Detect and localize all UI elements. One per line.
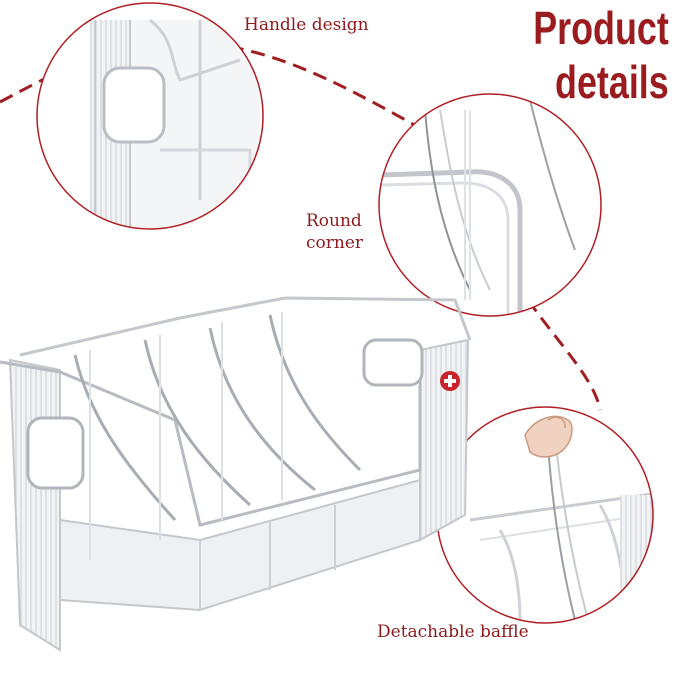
caption-handle-design: Handle design	[244, 15, 369, 35]
detail-circle-round-corner	[378, 93, 602, 317]
caption-round-line-2: corner	[306, 233, 364, 253]
caption-detachable-baffle: Detachable baffle	[377, 622, 529, 642]
dashed-connector-side	[526, 299, 602, 411]
page-title-line-2: details	[555, 56, 669, 108]
clear-storage-bin	[0, 296, 472, 652]
caption-round-line-1: Round	[306, 211, 362, 231]
detail-circle-baffle	[436, 406, 654, 624]
red-cross-badge-icon	[440, 371, 460, 391]
hand-icon	[524, 415, 573, 458]
detail-circle-handle	[36, 2, 264, 230]
page-title-line-1: Product	[533, 2, 669, 54]
caption-round-corner: Round corner	[306, 210, 363, 254]
